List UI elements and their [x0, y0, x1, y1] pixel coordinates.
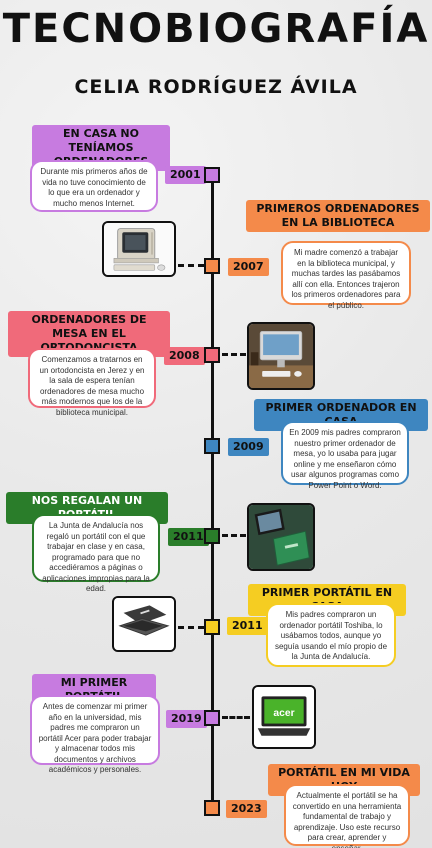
- year-badge-2007: 2007: [228, 258, 269, 276]
- timeline-node-2001: [204, 167, 220, 183]
- event-text-2001: Durante mis primeros años de vida no tuv…: [30, 160, 158, 212]
- event-text-2011-casa: Mis padres compraron un ordenador portát…: [266, 603, 396, 667]
- timeline-node-2008: [204, 347, 220, 363]
- year-badge-2011-regalo: 2011: [168, 528, 209, 546]
- connector-2008: [222, 353, 246, 356]
- toshiba-laptop-icon: [114, 598, 174, 650]
- timeline-node-2019: [204, 710, 220, 726]
- event-text-2019: Antes de comenzar mi primer año en la un…: [30, 695, 160, 774]
- acer-laptop-icon: acer: [254, 687, 314, 747]
- year-badge-2011-casa: 2011: [227, 617, 268, 635]
- year-badge-2008: 2008: [164, 347, 205, 365]
- toshiba-laptop-photo: [112, 596, 176, 652]
- netbook-icon: [249, 505, 313, 569]
- page-title: TECNOBIOGRAFÍA: [2, 6, 430, 52]
- green-netbook-photo: [247, 503, 315, 571]
- year-badge-2001: 2001: [165, 166, 206, 184]
- event-title-2007: PRIMEROS ORDENADORES EN LA BIBLIOTECA: [246, 200, 430, 232]
- acer-logo: acer: [273, 708, 294, 719]
- author-name: CELIA RODRÍGUEZ ÁVILA: [74, 76, 358, 98]
- connector-2007: [178, 264, 204, 267]
- timeline-node-2007: [204, 258, 220, 274]
- timeline-node-2023: [204, 800, 220, 816]
- timeline-node-2011-casa: [204, 619, 220, 635]
- timeline-node-2009: [204, 438, 220, 454]
- event-text-2011-regalo: La Junta de Andalucía nos regaló un port…: [32, 514, 160, 593]
- connector-2019: [222, 716, 250, 719]
- connector-2011-casa: [178, 626, 204, 629]
- event-text-2008: Comenzamos a tratarnos en un ortodoncist…: [28, 348, 156, 417]
- event-text-2007: Mi madre comenzó a trabajar en la biblio…: [281, 241, 411, 310]
- timeline-spine: [211, 175, 214, 815]
- year-badge-2009: 2009: [228, 438, 269, 456]
- year-badge-2019: 2019: [166, 710, 207, 728]
- crt-computer-photo: [102, 221, 176, 277]
- crt-computer-icon: [104, 223, 174, 275]
- acer-laptop-photo: acer: [252, 685, 316, 749]
- imac-computer-icon: [249, 324, 313, 388]
- event-text-2023: Actualmente el portátil se ha convertido…: [284, 784, 410, 848]
- year-badge-2023: 2023: [226, 800, 267, 818]
- event-text-2009: En 2009 mis padres compraron nuestro pri…: [281, 421, 409, 490]
- connector-2011-regalo: [222, 534, 246, 537]
- timeline-node-2011-regalo: [204, 528, 220, 544]
- imac-desk-photo: [247, 322, 315, 390]
